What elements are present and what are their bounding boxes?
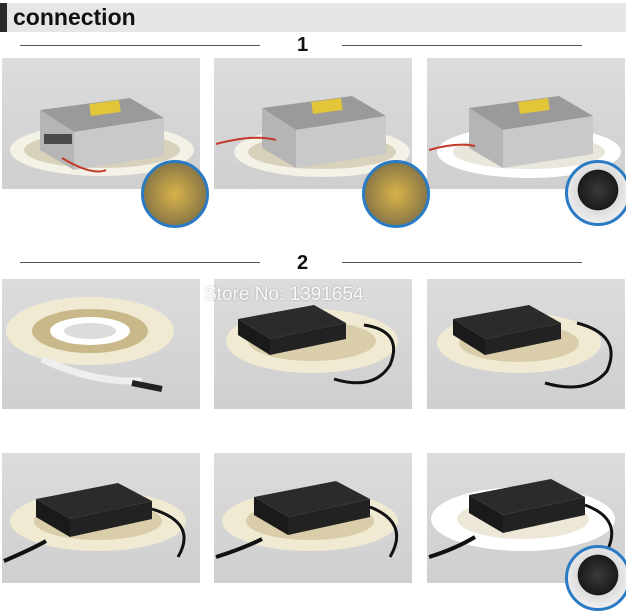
inset-terminal-1a xyxy=(141,160,209,228)
divider-left-1 xyxy=(20,45,260,46)
photo-adapter-2c xyxy=(427,279,625,409)
photo-strip-reel-2a xyxy=(2,279,200,409)
inset-plug-3c xyxy=(565,545,626,611)
photo-psu-step-1c xyxy=(427,58,625,189)
section-header: connection xyxy=(0,3,626,32)
step-number-1: 1 xyxy=(297,34,309,56)
inset-plug-1c xyxy=(565,160,626,226)
section-title: connection xyxy=(13,4,136,30)
inset-terminal-1b xyxy=(362,160,430,228)
photo-adapter-3a xyxy=(2,453,200,583)
photo-adapter-3b xyxy=(214,453,412,583)
divider-left-2 xyxy=(20,262,260,263)
photo-adapter-2b xyxy=(214,279,412,409)
step-number-2: 2 xyxy=(297,252,309,274)
divider-right-1 xyxy=(342,45,582,46)
photo-adapter-3c xyxy=(427,453,625,583)
photo-psu-step-1a xyxy=(2,58,200,189)
store-watermark: Store No: 1391654 xyxy=(204,284,364,305)
divider-right-2 xyxy=(342,262,582,263)
header-accent xyxy=(0,3,7,32)
